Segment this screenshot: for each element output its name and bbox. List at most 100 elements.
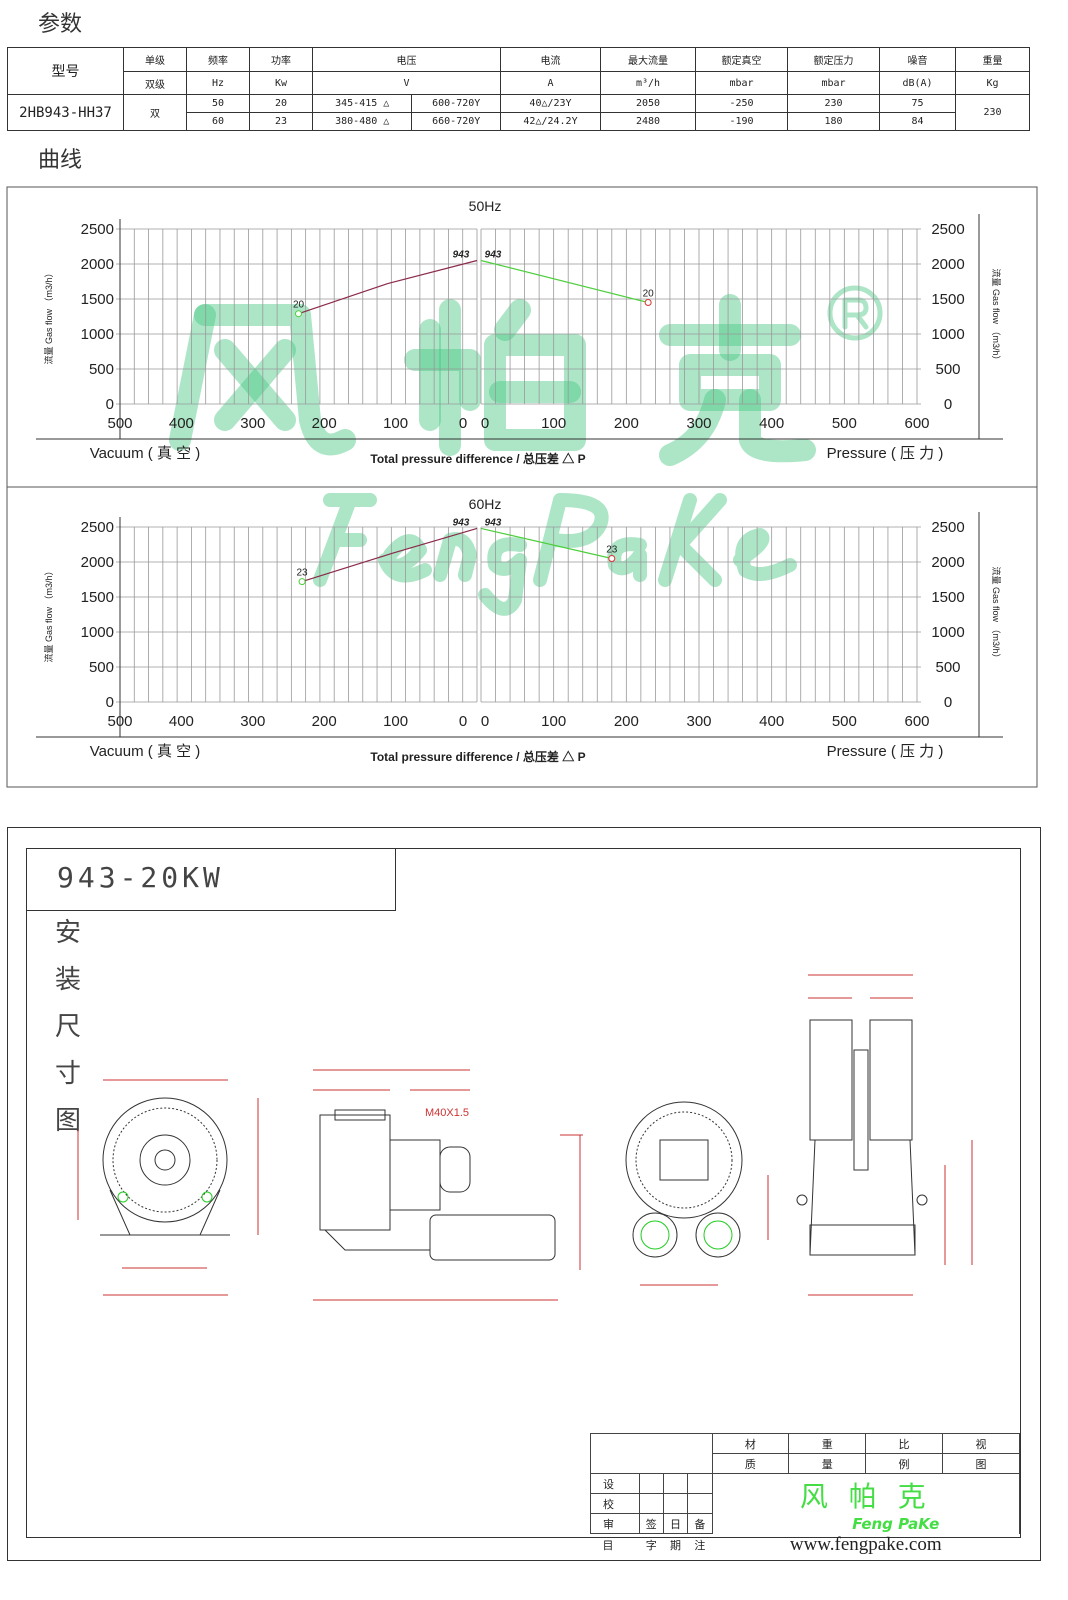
y-tick-left: 2000: [81, 554, 114, 571]
y-tick-left: 1500: [81, 291, 114, 308]
x-label-center: Total pressure difference / 总压差 △ P: [370, 451, 585, 466]
end-label: 23: [606, 545, 618, 556]
x-tick-pressure: 500: [832, 415, 857, 432]
y-tick-left: 1000: [81, 326, 114, 343]
y-tick-left: 2500: [81, 221, 114, 238]
chart-title: 60Hz: [469, 496, 502, 512]
x-tick-pressure: 400: [759, 415, 784, 432]
cell: 校: [590, 1493, 640, 1514]
cell: 字: [645, 1538, 657, 1552]
end-marker: [608, 555, 616, 562]
front-view: [77, 1079, 259, 1296]
y-tick-left: 1500: [81, 589, 114, 606]
cell: 材: [711, 1433, 790, 1454]
x-tick-pressure: 600: [904, 713, 929, 730]
x-tick-pressure: 100: [541, 415, 566, 432]
rear-view: [625, 1101, 769, 1286]
thread-label: M40X1.5: [425, 1107, 469, 1119]
drawing-title: 943-20KW: [57, 861, 224, 894]
x-tick-pressure: 400: [759, 713, 784, 730]
y-axis-label-left: 流量 Gas flow （m3/h）: [43, 566, 54, 662]
y-tick-right: 2000: [931, 256, 964, 273]
header-flow: 最大流量: [600, 47, 696, 72]
header-weight: 重量: [955, 47, 1030, 72]
x-tick-pressure: 200: [614, 713, 639, 730]
cell: 备: [687, 1513, 713, 1534]
y-tick-left: 500: [89, 361, 114, 378]
unit: mbar: [787, 70, 880, 96]
x-tick-pressure: 0: [481, 713, 489, 730]
y-tick-right: 2000: [931, 554, 964, 571]
installation-drawings: M40X1.5: [77, 974, 973, 1301]
y-tick-left: 2000: [81, 256, 114, 273]
x-tick-pressure: 200: [614, 415, 639, 432]
section-curves: 曲线: [38, 148, 83, 173]
cell: 期: [670, 1538, 682, 1552]
x-label-vacuum: Vacuum ( 真 空 ): [90, 742, 201, 760]
y-tick-right: 1000: [931, 624, 964, 641]
end-marker: [644, 299, 652, 306]
drawing-sheet: [7, 827, 1041, 1561]
x-tick-pressure: 300: [686, 713, 711, 730]
x-tick-vacuum: 200: [312, 415, 337, 432]
y-tick-left: 0: [106, 396, 114, 413]
x-label-center: Total pressure difference / 总压差 △ P: [370, 749, 585, 764]
weight-cell: 230: [955, 94, 1030, 131]
blank-cell: [590, 1433, 713, 1474]
x-tick-vacuum: 300: [240, 415, 265, 432]
cell: 质: [711, 1453, 790, 1474]
unit: Kg: [955, 70, 1030, 96]
cell: 量: [788, 1453, 867, 1474]
end-label: 20: [643, 289, 655, 300]
y-tick-right: 0: [944, 396, 952, 413]
cell: 注: [694, 1538, 706, 1552]
header-pressure: 额定压力: [787, 47, 880, 72]
y-tick-right: 0: [944, 694, 952, 711]
x-label-pressure: Pressure ( 压 力 ): [827, 743, 944, 760]
cell: 重: [788, 1433, 867, 1454]
unit: Kw: [249, 70, 313, 96]
y-axis-label-left: 流量 Gas flow （m3/h）: [43, 268, 54, 364]
x-tick-vacuum: 500: [107, 713, 132, 730]
char: 图: [55, 1106, 82, 1136]
cell: 日: [662, 1513, 689, 1534]
drawing-frame: [26, 848, 1021, 1538]
x-label-pressure: Pressure ( 压 力 ): [827, 445, 944, 462]
header-power: 功率: [249, 47, 313, 72]
x-tick-vacuum: 100: [383, 415, 408, 432]
y-tick-left: 0: [106, 694, 114, 711]
cell: 签: [638, 1513, 664, 1534]
x-tick-vacuum: 0: [459, 415, 467, 432]
x-tick-vacuum: 400: [169, 713, 194, 730]
chart-title: 50Hz: [469, 198, 502, 214]
cell: 例: [865, 1453, 943, 1474]
start-label: 943: [485, 250, 502, 261]
cell: 2480: [600, 112, 696, 131]
series-vacuum: [298, 259, 478, 315]
end-label: 20: [293, 300, 305, 311]
x-tick-pressure: 500: [832, 713, 857, 730]
header-freq: 频率: [186, 47, 250, 72]
x-tick-pressure: 300: [686, 415, 711, 432]
x-tick-pressure: 0: [481, 415, 489, 432]
cell: 图: [941, 1453, 1021, 1474]
unit: 双级: [123, 70, 187, 96]
unit: dB(A): [879, 70, 956, 96]
website-link[interactable]: www.fengpake.com: [789, 1533, 942, 1555]
y-tick-left: 500: [89, 659, 114, 676]
title-block: 材重比视 质量例图 设 风 帕 克 Feng PaKe 校 审签日备 目字期注 …: [590, 1433, 1021, 1556]
x-tick-vacuum: 200: [312, 713, 337, 730]
char: 安: [55, 918, 82, 948]
y-tick-right: 1500: [931, 291, 964, 308]
y-axis-label-right: 流量 Gas flow （m3/h）: [991, 566, 1002, 662]
header-current: 电流: [500, 47, 601, 72]
char: 寸: [55, 1059, 82, 1089]
x-tick-pressure: 600: [904, 415, 929, 432]
logo-cell: 风 帕 克 Feng PaKe: [711, 1473, 1020, 1534]
cell: 目: [602, 1538, 614, 1552]
end-marker: [298, 578, 306, 586]
x-tick-vacuum: 100: [383, 713, 408, 730]
start-label: 943: [453, 517, 470, 528]
